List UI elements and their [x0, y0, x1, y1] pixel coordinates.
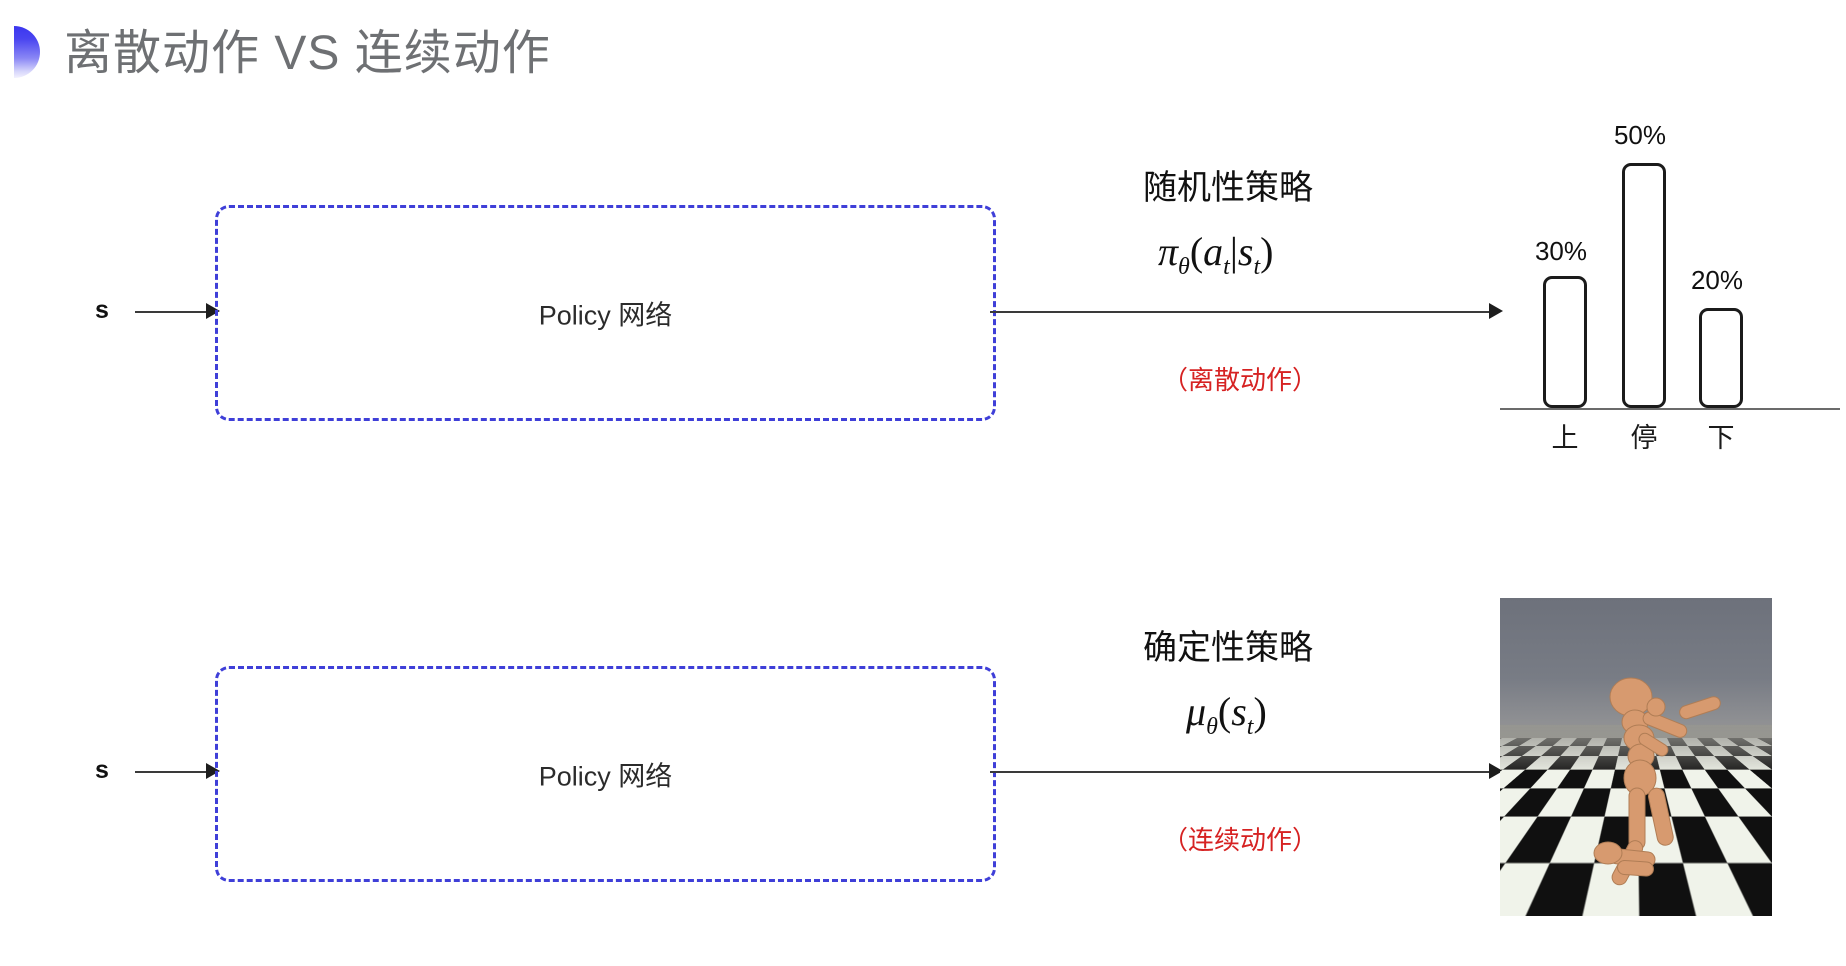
formula-action-sub: t — [1223, 254, 1230, 280]
output-arrow-head-continuous — [1489, 763, 1503, 779]
bar-category-2: 下 — [1707, 423, 1735, 453]
output-arrow-head-discrete — [1489, 303, 1503, 319]
policy-network-box-discrete[interactable]: Policy 网络 — [215, 205, 996, 421]
chart-x-axis — [1500, 408, 1840, 410]
bar-2[interactable] — [1699, 308, 1743, 408]
input-state-label-discrete: s — [95, 296, 109, 324]
humanoid-figure-icon — [1593, 677, 1721, 886]
page-title: 离散动作 VS 连续动作 — [64, 27, 551, 80]
output-arrow-line-continuous — [990, 771, 1498, 773]
output-arrow-line-discrete — [990, 311, 1498, 313]
formula-state-sub-2: t — [1246, 714, 1254, 740]
input-state-label-continuous: s — [95, 756, 109, 784]
bar-category-1: 停 — [1630, 423, 1658, 453]
bar-value-1: 50% — [1613, 120, 1667, 150]
formula-state-sub: t — [1253, 254, 1261, 280]
bar-value-2: 20% — [1690, 265, 1744, 295]
action-probability-bar-chart: 30% 50% 20% 上 停 下 — [1500, 120, 1840, 453]
humanoid-simulation-image — [1500, 598, 1772, 916]
formula-open-paren-2: ( — [1217, 689, 1232, 734]
policy-network-box-continuous[interactable]: Policy 网络 — [215, 666, 996, 882]
bar-value-0: 30% — [1534, 236, 1588, 266]
title-bullet-icon — [14, 26, 40, 78]
formula-pi: π — [1158, 229, 1179, 274]
bar-1[interactable] — [1622, 163, 1666, 408]
formula-close-paren-2: ) — [1253, 689, 1267, 734]
policy-network-label-discrete: Policy 网络 — [538, 300, 673, 331]
deterministic-policy-heading: 确定性策略 — [1143, 629, 1313, 667]
formula-state: s — [1237, 229, 1254, 274]
formula-theta-2: θ — [1206, 714, 1218, 740]
input-arrow-line-continuous — [135, 771, 215, 773]
stochastic-policy-heading: 随机性策略 — [1143, 169, 1313, 207]
policy-network-label-continuous: Policy 网络 — [538, 761, 673, 792]
stochastic-policy-formula: πθ(at|st) — [1158, 228, 1273, 281]
discrete-action-note: （离散动作） — [1162, 365, 1319, 395]
continuous-action-note: （连续动作） — [1162, 825, 1319, 855]
formula-state-2: s — [1231, 689, 1247, 734]
bar-category-0: 上 — [1551, 423, 1579, 453]
deterministic-policy-formula: μθ(st) — [1186, 688, 1267, 741]
formula-theta: θ — [1178, 254, 1190, 280]
formula-mu: μ — [1186, 689, 1207, 734]
bar-0[interactable] — [1543, 276, 1587, 408]
formula-condition-bar: | — [1229, 229, 1238, 274]
input-arrow-line-discrete — [135, 311, 215, 313]
formula-action: a — [1203, 229, 1224, 274]
formula-close-paren: ) — [1260, 229, 1274, 274]
formula-open-paren: ( — [1189, 229, 1204, 274]
